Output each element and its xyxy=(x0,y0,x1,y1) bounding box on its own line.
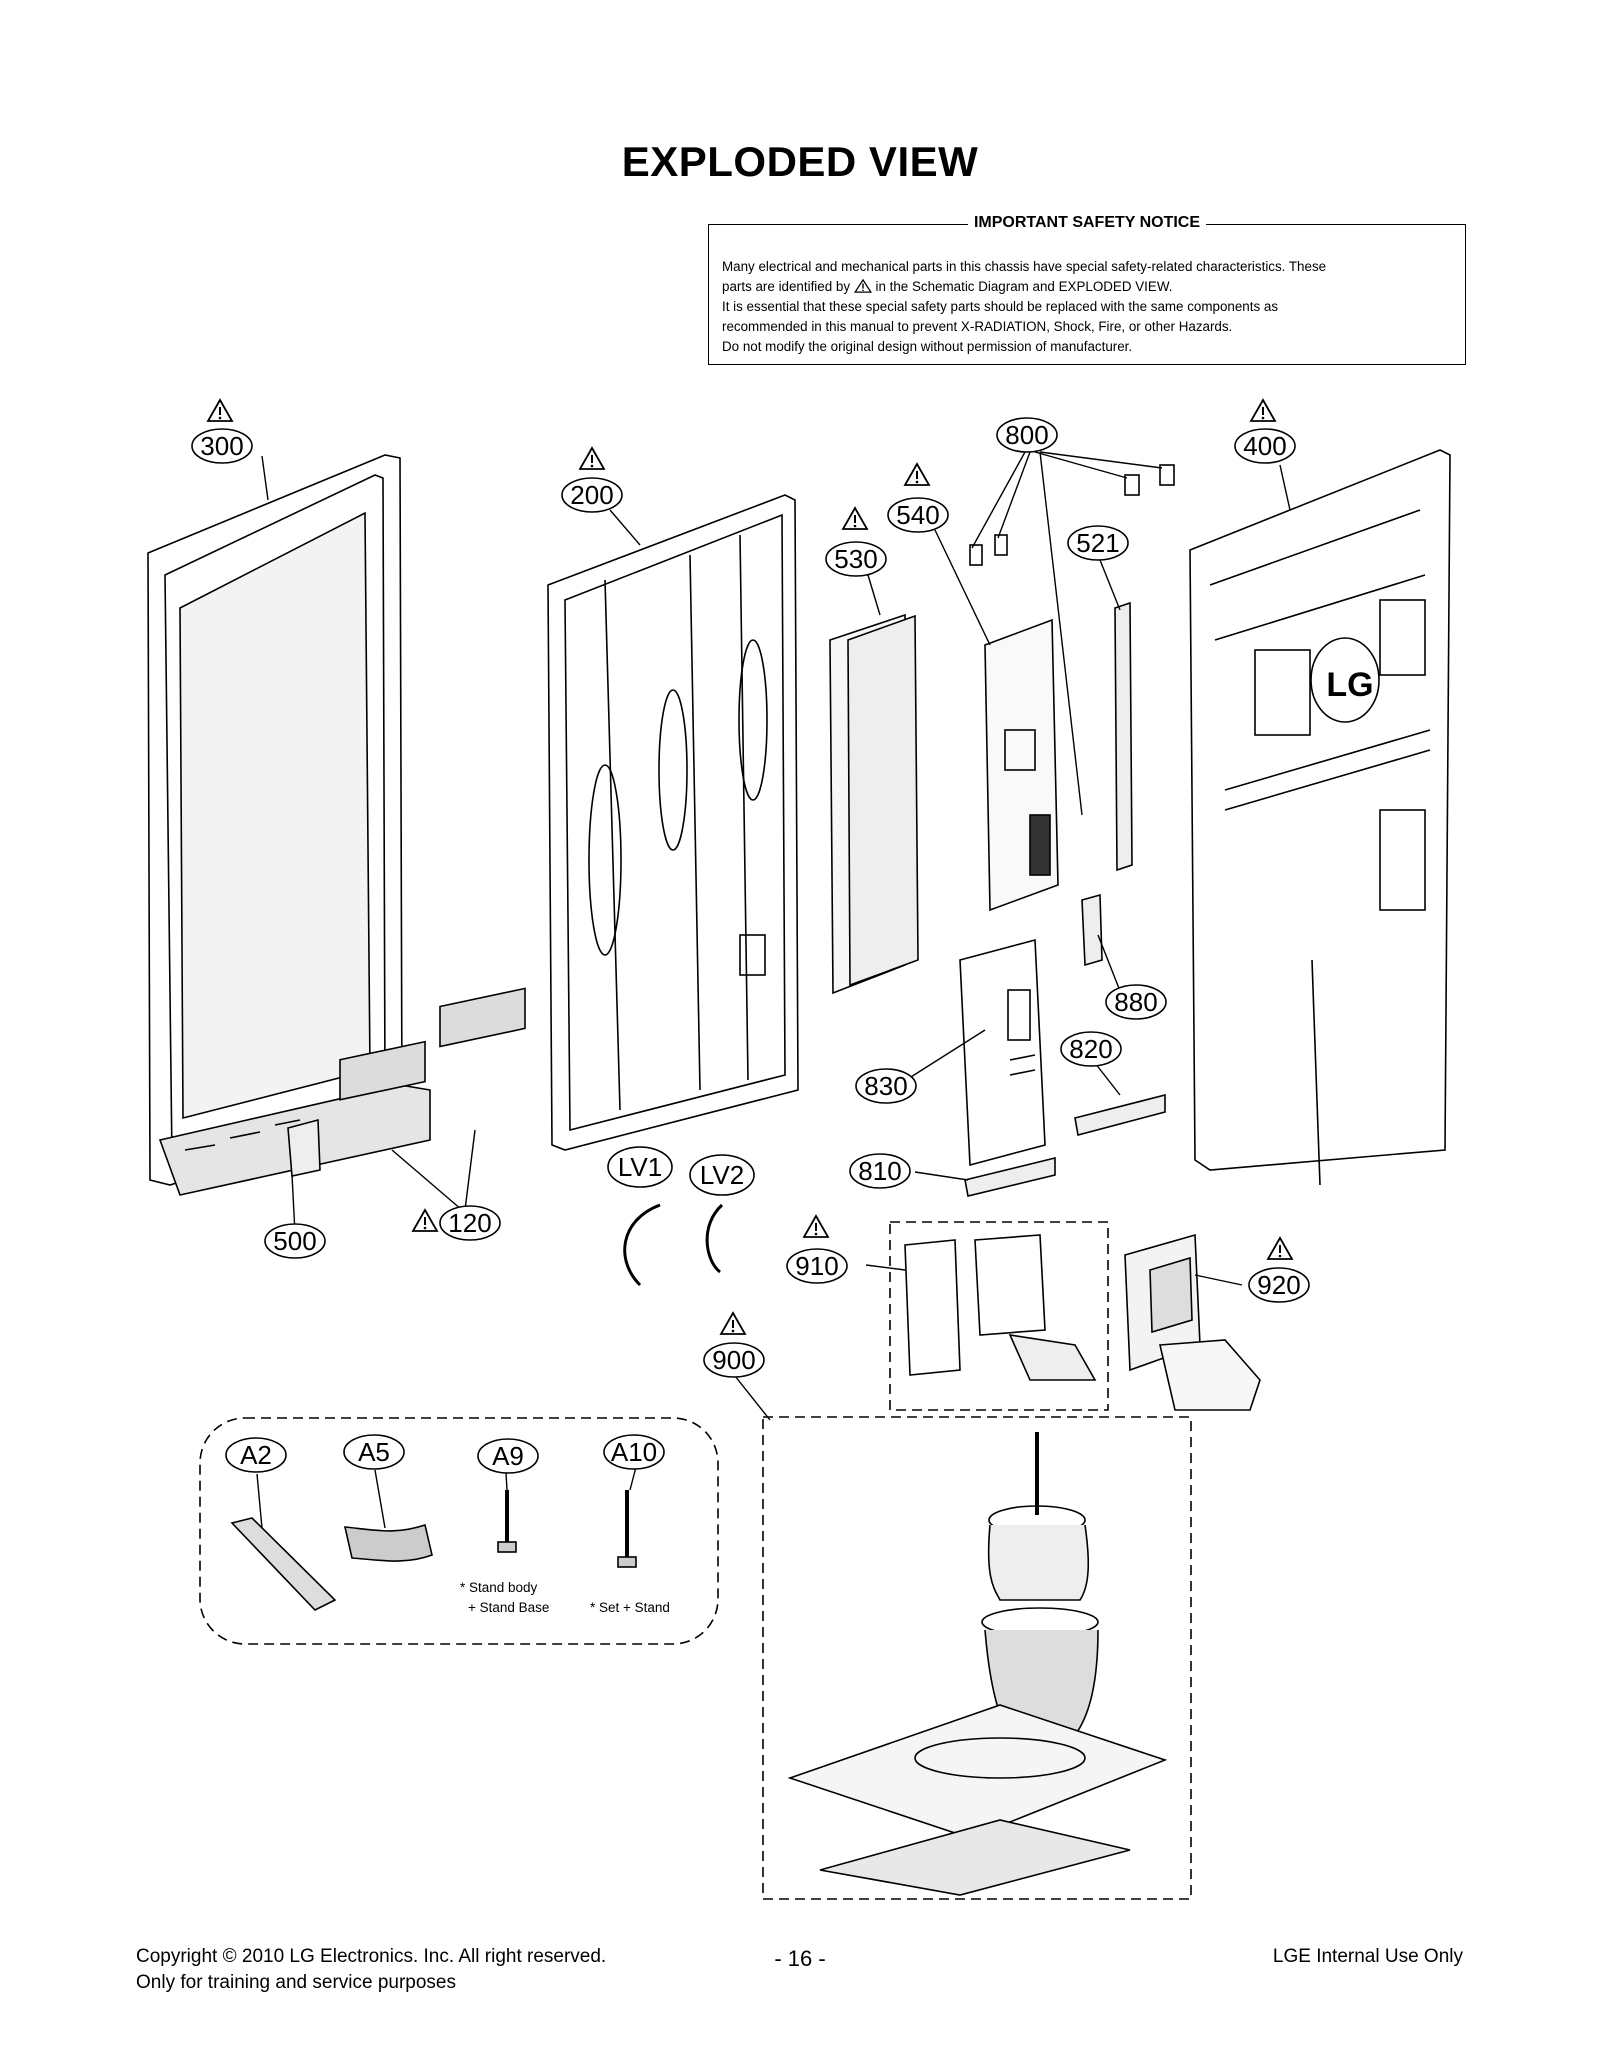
page-number: - 16 - xyxy=(774,1946,826,1971)
svg-text:LV1: LV1 xyxy=(618,1152,662,1182)
svg-text:910: 910 xyxy=(795,1251,838,1281)
callout-910: 910 xyxy=(786,1248,848,1284)
warning-triangle-icon xyxy=(207,399,233,422)
screw-a10-part xyxy=(617,1490,637,1568)
accessory-box xyxy=(199,1417,719,1645)
svg-text:800: 800 xyxy=(1005,420,1048,450)
warning-triangle-icon xyxy=(1250,399,1276,422)
svg-text:530: 530 xyxy=(834,544,877,574)
callout-lv1: LV1 xyxy=(607,1146,673,1188)
stand-assembly-part xyxy=(787,1432,1168,1896)
small-board-part xyxy=(1081,893,1103,967)
screw-a9-part xyxy=(497,1490,517,1553)
svg-text:A2: A2 xyxy=(240,1440,272,1470)
a9-note-line-1: * Stand body xyxy=(460,1580,538,1595)
callout-a2: A2 xyxy=(225,1437,287,1473)
callout-820: 820 xyxy=(1060,1031,1122,1067)
speaker-part xyxy=(339,987,526,1101)
callout-a10: A10 xyxy=(603,1434,665,1470)
callout-200: 200 xyxy=(561,477,623,513)
warning-triangle-icon xyxy=(412,1209,438,1232)
safety-notice-box: IMPORTANT SAFETY NOTICE Many electrical … xyxy=(708,214,1466,365)
callout-880: 880 xyxy=(1105,984,1167,1020)
stand-cover-part xyxy=(1124,1233,1261,1411)
warning-triangle-icon xyxy=(904,463,930,486)
warning-triangle-icon xyxy=(853,279,872,293)
notice-line-3: It is essential that these special safet… xyxy=(722,299,1279,314)
notice-line-5: Do not modify the original design withou… xyxy=(722,339,1133,354)
side-board-part xyxy=(1114,601,1133,872)
callout-800: 800 xyxy=(996,417,1058,453)
module-frame-part xyxy=(547,494,799,1151)
svg-text:LV2: LV2 xyxy=(700,1160,744,1190)
svg-text:A10: A10 xyxy=(611,1437,657,1467)
svg-text:820: 820 xyxy=(1069,1034,1112,1064)
copyright-line-1: Copyright © 2010 LG Electronics. Inc. Al… xyxy=(136,1946,607,1967)
callout-lv2: LV2 xyxy=(689,1154,755,1196)
callout-920: 920 xyxy=(1248,1267,1310,1303)
footer-copyright: Copyright © 2010 LG Electronics. Inc. Al… xyxy=(136,1944,606,1996)
power-supply-part xyxy=(829,613,919,995)
callout-a9: A9 xyxy=(477,1438,539,1474)
safety-notice-text: Many electrical and mechanical parts in … xyxy=(722,257,1452,357)
safety-notice-heading: IMPORTANT SAFETY NOTICE xyxy=(967,214,1207,231)
clip-parts xyxy=(969,464,1175,566)
warning-triangle-icon xyxy=(803,1215,829,1238)
svg-text:200: 200 xyxy=(570,480,613,510)
callout-500: 500 xyxy=(264,1223,326,1259)
a9-note-line-2: + Stand Base xyxy=(468,1600,549,1615)
svg-text:A5: A5 xyxy=(358,1437,390,1467)
cable-lv1 xyxy=(623,1203,661,1287)
warning-triangle-icon xyxy=(579,447,605,470)
callout-540: 540 xyxy=(887,497,949,533)
lg-logo: LG xyxy=(1326,666,1373,704)
svg-text:300: 300 xyxy=(200,431,243,461)
stand-assembly-box xyxy=(762,1416,1192,1900)
svg-text:830: 830 xyxy=(864,1071,907,1101)
svg-text:521: 521 xyxy=(1076,528,1119,558)
callout-830: 830 xyxy=(855,1068,917,1104)
bracket-820-part xyxy=(1074,1093,1166,1136)
notice-line-4: recommended in this manual to prevent X-… xyxy=(722,319,1233,334)
bracket-part xyxy=(287,1118,321,1177)
callout-900: 900 xyxy=(703,1342,765,1378)
a10-note: * Set + Stand xyxy=(590,1600,670,1615)
cloth-part xyxy=(343,1523,433,1562)
callout-120: 120 xyxy=(439,1205,501,1241)
svg-text:880: 880 xyxy=(1114,987,1157,1017)
stand-bracket-part xyxy=(959,938,1046,1167)
footer-internal-use: LGE Internal Use Only xyxy=(1272,1946,1463,1967)
cable-lv2 xyxy=(705,1203,724,1274)
svg-text:500: 500 xyxy=(273,1226,316,1256)
svg-text:120: 120 xyxy=(448,1208,491,1238)
back-cover-part xyxy=(1189,449,1451,1186)
remote-control-part xyxy=(230,1517,337,1611)
svg-text:400: 400 xyxy=(1243,431,1286,461)
bracket-810-part xyxy=(964,1156,1056,1197)
callout-300: 300 xyxy=(191,428,253,464)
callout-810: 810 xyxy=(849,1153,911,1189)
notice-line-1: Many electrical and mechanical parts in … xyxy=(722,259,1327,274)
callout-a5: A5 xyxy=(343,1434,405,1470)
notice-line-2: parts are identified by in the Schematic… xyxy=(722,279,1173,294)
callout-521: 521 xyxy=(1067,525,1129,561)
svg-text:540: 540 xyxy=(896,500,939,530)
warning-triangle-icon xyxy=(720,1312,746,1335)
stand-hinge-box xyxy=(889,1221,1109,1411)
svg-text:810: 810 xyxy=(858,1156,901,1186)
page-title: EXPLODED VIEW xyxy=(621,138,979,185)
callout-530: 530 xyxy=(825,541,887,577)
callout-400: 400 xyxy=(1234,428,1296,464)
svg-text:900: 900 xyxy=(712,1345,755,1375)
copyright-line-2: Only for training and service purposes xyxy=(136,1972,456,1993)
main-board-part xyxy=(984,618,1059,912)
warning-triangle-icon xyxy=(842,507,868,530)
svg-text:A9: A9 xyxy=(492,1441,524,1471)
svg-text:920: 920 xyxy=(1257,1270,1300,1300)
warning-triangle-icon xyxy=(1267,1237,1293,1260)
stand-hinge-part xyxy=(904,1234,1097,1381)
